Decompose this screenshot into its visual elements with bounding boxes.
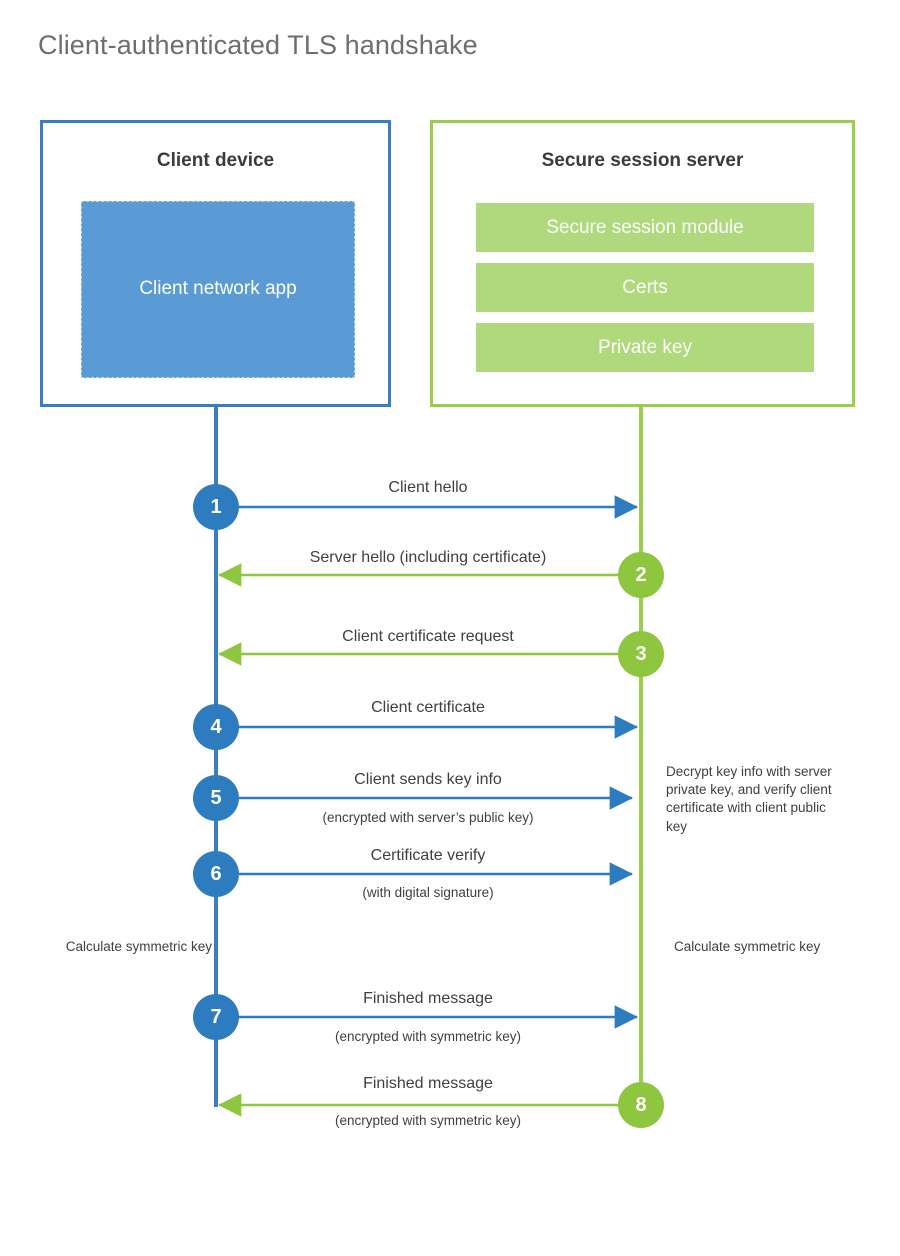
message-sublabel-6: (with digital signature) (362, 885, 494, 900)
server-calculate-symmetric-key-note: Calculate symmetric key (674, 939, 821, 954)
message-label-3: Client certificate request (342, 628, 514, 645)
server-component-certs: Certs (476, 263, 814, 312)
message-sublabel-5: (encrypted with server’s public key) (322, 810, 534, 825)
message-label-2: Server hello (including certificate) (309, 549, 547, 566)
step-circle-6: 6 (193, 851, 239, 897)
message-sublabel-7: (encrypted with symmetric key) (334, 1029, 522, 1044)
server-component-private-key: Private key (476, 323, 814, 372)
step-circle-2: 2 (618, 552, 664, 598)
message-label-6: Certificate verify (370, 847, 486, 864)
message-label-5: Client sends key info (354, 771, 502, 788)
secure-session-server-box: Secure session server Secure session mod… (430, 120, 855, 407)
message-label-8: Finished message (363, 1075, 493, 1092)
client-network-app-block: Client network app (81, 201, 355, 378)
step-circle-8: 8 (618, 1082, 664, 1128)
step-circle-3: 3 (618, 631, 664, 677)
client-device-title: Client device (156, 150, 275, 171)
server-component-list: Secure session module Certs Private key (476, 203, 814, 372)
secure-session-server-title: Secure session server (541, 150, 744, 171)
step-circle-7: 7 (193, 994, 239, 1040)
client-lifeline (214, 406, 218, 1107)
server-lifeline (639, 406, 643, 1106)
page-title: Client-authenticated TLS handshake (38, 30, 478, 60)
client-calculate-symmetric-key-note: Calculate symmetric key (65, 939, 212, 954)
server-decrypt-note: Decrypt key info with server private key… (666, 764, 832, 834)
message-label-1: Client hello (388, 479, 468, 496)
message-label-4: Client certificate (371, 699, 485, 716)
step-circle-4: 4 (193, 704, 239, 750)
message-label-7: Finished message (363, 990, 493, 1007)
client-device-box: Client device Client network app (40, 120, 391, 407)
message-sublabel-8: (encrypted with symmetric key) (334, 1113, 522, 1128)
step-circle-1: 1 (193, 484, 239, 530)
server-component-secure-session-module: Secure session module (476, 203, 814, 252)
step-circle-5: 5 (193, 775, 239, 821)
